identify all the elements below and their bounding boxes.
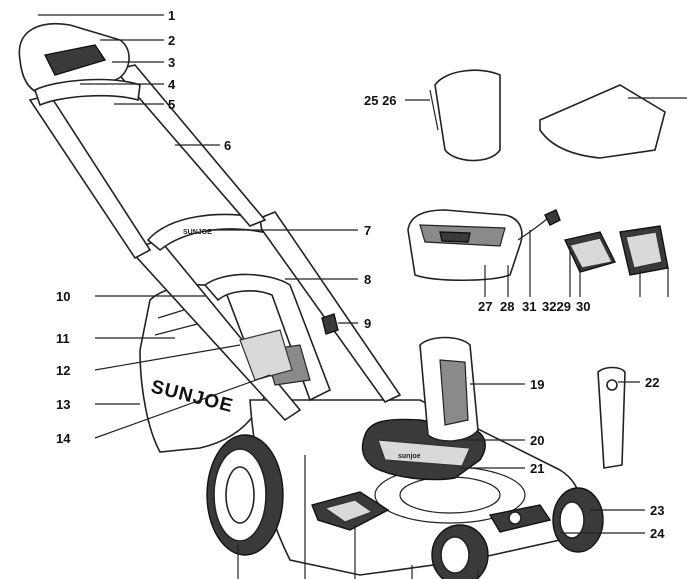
callout-21: 21: [530, 461, 544, 476]
charger-cable: [517, 217, 549, 241]
callout-28: 28: [500, 299, 514, 314]
height-adjust-grip: [323, 499, 374, 523]
front-control-knob: [508, 511, 522, 525]
callout-13: 13: [56, 397, 70, 412]
callout-8: 8: [364, 272, 371, 287]
charger-plug: [544, 209, 561, 226]
callout-22: 22: [645, 375, 659, 390]
callout-25-26: 25 26: [364, 93, 397, 108]
callout-24: 24: [650, 526, 665, 541]
callout-20: 20: [530, 433, 544, 448]
battery-label: [439, 359, 469, 426]
callout-2: 2: [168, 33, 175, 48]
callout-32-29: 3229: [542, 299, 571, 314]
bag-level-indicator: [239, 329, 293, 381]
callout-7: 7: [364, 223, 371, 238]
spare-battery-1: [563, 231, 617, 273]
side-discharge-chute: [539, 84, 666, 159]
callout-23: 23: [650, 503, 664, 518]
spare-battery-2: [619, 225, 669, 276]
mulching-plug-handle: [429, 89, 439, 131]
callout-14: 14: [56, 431, 71, 446]
motor-brand-logo: sunjoe: [398, 453, 421, 460]
callout-10: 10: [56, 289, 70, 304]
safety-key-hole: [606, 379, 618, 391]
callout-27: 27: [478, 299, 492, 314]
mulching-plug: [434, 69, 501, 162]
callout-3: 3: [168, 55, 175, 70]
front-wheel-left: [431, 524, 489, 579]
callout-11: 11: [56, 331, 70, 346]
callout-6: 6: [224, 138, 231, 153]
handle-crossbar: [146, 213, 263, 252]
front-wheel-right: [552, 487, 604, 553]
callout-31: 31: [522, 299, 536, 314]
safety-switch: [43, 44, 107, 76]
battery-charger: [407, 209, 523, 282]
charger-led: [439, 231, 471, 243]
callout-12: 12: [56, 363, 70, 378]
callout-5: 5: [168, 97, 175, 112]
leader-lines: [38, 14, 687, 579]
cable-clip: [321, 313, 339, 335]
motor-cover-window: [377, 439, 471, 467]
callout-1: 1: [168, 8, 175, 23]
handle-brand-logo: SUNJOE: [183, 229, 212, 236]
rear-wheel: [206, 434, 284, 556]
callout-19: 19: [530, 377, 544, 392]
callout-4: 4: [168, 77, 176, 92]
safety-key: [597, 366, 626, 469]
bail-bar: [34, 78, 141, 107]
callout-9: 9: [364, 316, 371, 331]
callout-30: 30: [576, 299, 590, 314]
